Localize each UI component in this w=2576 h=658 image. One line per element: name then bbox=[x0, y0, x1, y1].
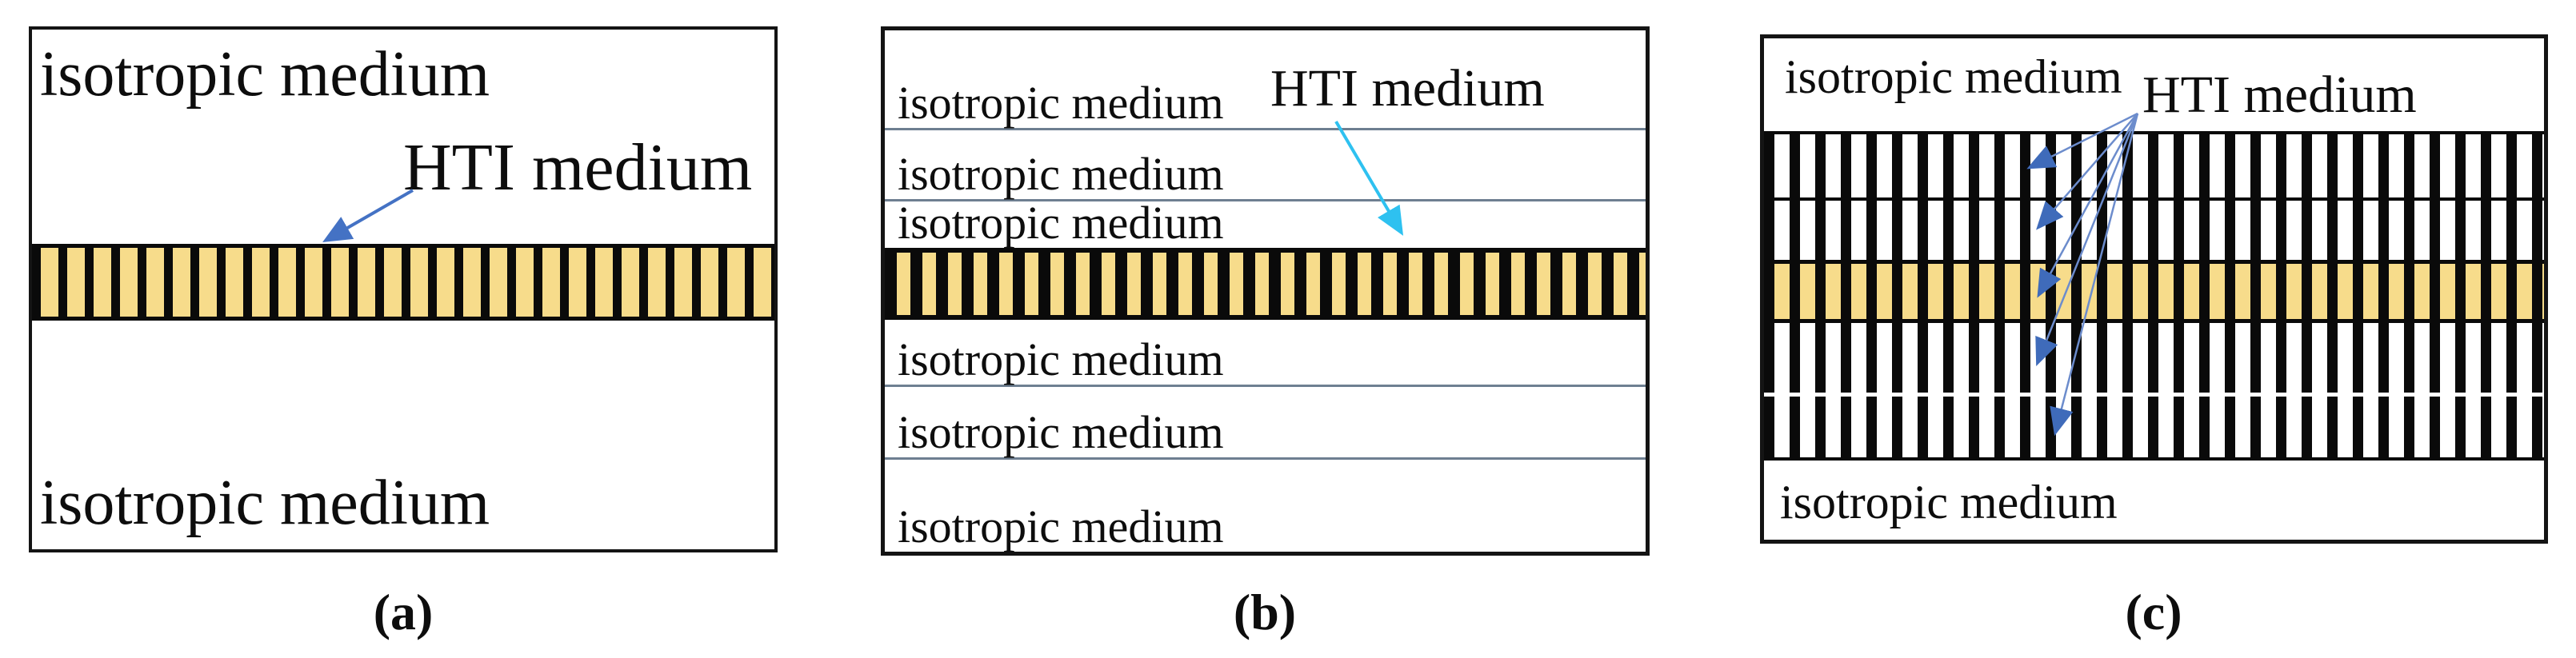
panel-b-layer-6: isotropic medium bbox=[885, 460, 1646, 552]
panel-c-layer-stack: isotropic medium isotropic medium bbox=[1764, 38, 2544, 540]
layer-separator bbox=[885, 385, 1646, 387]
panel-b-layer-6-label: isotropic medium bbox=[898, 500, 1224, 552]
panel-c-striped-layer-5 bbox=[1764, 393, 2544, 457]
panel-b-layer-3: isotropic medium bbox=[885, 196, 1646, 249]
panel-c-caption: (c) bbox=[2125, 584, 2182, 640]
panel-a-bottom-medium-label: isotropic medium bbox=[40, 468, 490, 538]
panel-b-layer-1-label: isotropic medium bbox=[898, 76, 1224, 129]
model-box-c: isotropic medium isotropic medium bbox=[1760, 34, 2548, 544]
layer-separator bbox=[885, 199, 1646, 201]
panel-c-striped-layer-1 bbox=[1764, 131, 2544, 197]
panel-b-layer-1: isotropic medium bbox=[885, 30, 1646, 128]
panel-b-layer-2: isotropic medium bbox=[885, 130, 1646, 199]
panel-b-layer-5: isotropic medium bbox=[885, 387, 1646, 457]
panel-c-hti-striped-layer bbox=[1764, 260, 2544, 323]
panel-b-layer-4-label: isotropic medium bbox=[898, 333, 1224, 385]
panel-b-layer-5-label: isotropic medium bbox=[898, 405, 1224, 458]
panel-a-hti-striped-layer bbox=[32, 244, 774, 321]
panel-a-caption: (a) bbox=[373, 584, 434, 640]
panel-c-striped-layer-2 bbox=[1764, 197, 2544, 260]
panel-c-top-isotropic-layer: isotropic medium bbox=[1764, 38, 2544, 131]
model-box-b: isotropic medium isotropic medium isotro… bbox=[881, 26, 1650, 556]
panel-b-hti-striped-layer bbox=[885, 248, 1646, 320]
panel-b-layer-2-label: isotropic medium bbox=[898, 147, 1224, 200]
panel-a-top-medium-label: isotropic medium bbox=[40, 39, 490, 110]
panel-b-layer-stack: isotropic medium isotropic medium isotro… bbox=[885, 30, 1646, 552]
panel-b-caption: (b) bbox=[1233, 584, 1297, 640]
layer-separator bbox=[885, 457, 1646, 460]
panel-a-hti-label: HTI medium bbox=[403, 130, 753, 205]
panel-c-bottom-isotropic-layer: isotropic medium bbox=[1764, 457, 2544, 540]
panel-b-layer-3-label: isotropic medium bbox=[898, 196, 1224, 249]
model-box-a: isotropic medium isotropic medium bbox=[29, 26, 778, 552]
layer-separator bbox=[885, 128, 1646, 130]
panel-c-bottom-medium-label: isotropic medium bbox=[1780, 476, 2118, 528]
panel-c-striped-layer-4 bbox=[1764, 323, 2544, 393]
panel-c-hti-label: HTI medium bbox=[2142, 66, 2417, 124]
panel-b-layer-4: isotropic medium bbox=[885, 320, 1646, 385]
panel-b-hti-label: HTI medium bbox=[1270, 59, 1545, 118]
panel-c-top-medium-label: isotropic medium bbox=[1785, 50, 2122, 103]
